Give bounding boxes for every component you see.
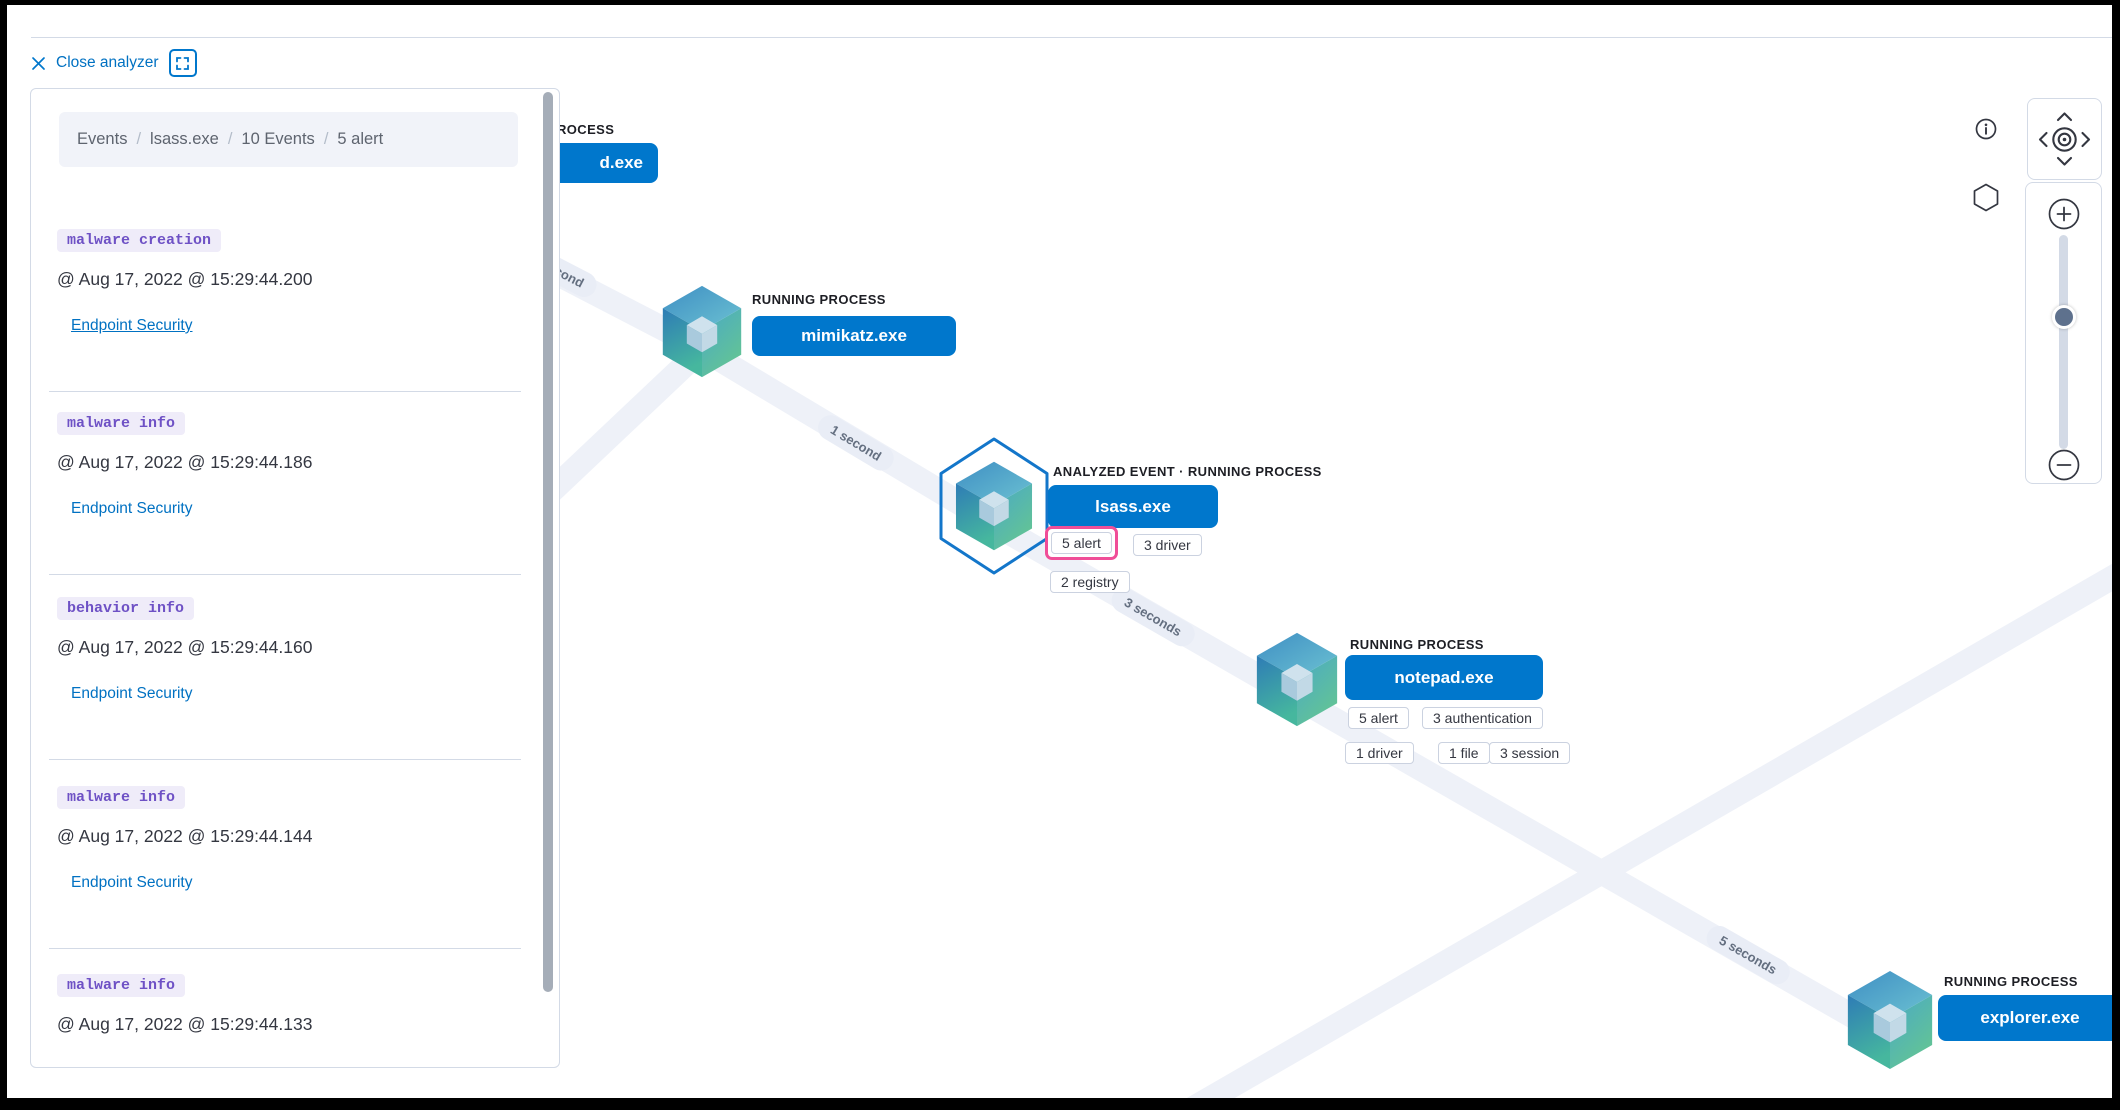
edge-label-2: 1 second bbox=[813, 410, 899, 476]
breadcrumb: Events / lsass.exe / 10 Events / 5 alert bbox=[59, 112, 518, 167]
event-timestamp: @ Aug 17, 2022 @ 15:29:44.144 bbox=[57, 826, 313, 846]
breadcrumb-process[interactable]: lsass.exe bbox=[150, 130, 219, 148]
event-category-badge: malware info bbox=[57, 974, 186, 997]
event-timestamp: @ Aug 17, 2022 @ 15:29:44.133 bbox=[57, 1014, 313, 1034]
event-divider bbox=[49, 759, 521, 760]
breadcrumb-category: 5 alert bbox=[337, 130, 384, 148]
close-analyzer-button[interactable] bbox=[31, 56, 46, 71]
notepad-type-label: RUNNING PROCESS bbox=[1350, 637, 1484, 652]
event-divider bbox=[49, 948, 521, 949]
fullscreen-icon bbox=[176, 56, 189, 70]
breadcrumb-event-count[interactable]: 10 Events bbox=[241, 130, 315, 148]
pan-left-icon[interactable] bbox=[2038, 131, 2048, 148]
zoom-slider-thumb[interactable] bbox=[2051, 305, 2076, 329]
mimikatz-pill[interactable]: mimikatz.exe bbox=[752, 316, 956, 356]
lsass-badge-2-registry[interactable]: 2 registry bbox=[1050, 571, 1130, 593]
breadcrumb-separator: / bbox=[323, 130, 329, 148]
lsass-badge-5-alert-highlighted[interactable]: 5 alert bbox=[1045, 526, 1118, 560]
event-category-badge: malware creation bbox=[57, 229, 222, 252]
event-timestamp: @ Aug 17, 2022 @ 15:29:44.200 bbox=[57, 269, 313, 289]
header-divider bbox=[31, 37, 2112, 38]
event-source-link[interactable]: Endpoint Security bbox=[71, 500, 193, 517]
event-category-badge: behavior info bbox=[57, 597, 195, 620]
lsass-type-label: ANALYZED EVENT · RUNNING PROCESS bbox=[1053, 464, 1322, 479]
breadcrumb-separator: / bbox=[227, 130, 233, 148]
close-analyzer-label[interactable]: Close analyzer bbox=[56, 54, 159, 71]
event-source-link[interactable]: Endpoint Security bbox=[71, 874, 193, 891]
truncated-node-type-label: ROCESS bbox=[557, 122, 615, 137]
notepad-badge-3-session[interactable]: 3 session bbox=[1489, 742, 1571, 764]
pan-up-icon[interactable] bbox=[2056, 112, 2073, 122]
notepad-badge-1-driver[interactable]: 1 driver bbox=[1345, 742, 1414, 764]
analyzer-surface: Close analyzer 1 second 1 second 3 secon… bbox=[7, 5, 2112, 1098]
notepad-badge-1-file[interactable]: 1 file bbox=[1438, 742, 1490, 764]
edge-label-4: 5 seconds bbox=[1702, 921, 1794, 989]
pan-down-icon[interactable] bbox=[2056, 156, 2073, 166]
zoom-out-icon[interactable] bbox=[2047, 448, 2081, 482]
notepad-badge-3-authentication[interactable]: 3 authentication bbox=[1422, 707, 1543, 729]
notepad-cube-icon[interactable] bbox=[1256, 632, 1338, 727]
pan-controls bbox=[2027, 98, 2102, 180]
lsass-pill[interactable]: lsass.exe bbox=[1048, 485, 1218, 528]
notepad-pill[interactable]: notepad.exe bbox=[1345, 655, 1543, 700]
pan-right-icon[interactable] bbox=[2081, 131, 2091, 148]
selected-node-hexagon bbox=[939, 437, 1049, 575]
event-source-link[interactable]: Endpoint Security bbox=[71, 317, 193, 334]
panel-scrollbar[interactable] bbox=[543, 92, 553, 992]
center-camera-icon[interactable] bbox=[2052, 127, 2077, 152]
breadcrumb-separator: / bbox=[136, 130, 142, 148]
hexagon-icon[interactable] bbox=[1973, 183, 1999, 212]
zoom-controls bbox=[2025, 182, 2102, 484]
mimikatz-cube-icon[interactable] bbox=[662, 285, 742, 378]
close-icon bbox=[32, 56, 45, 70]
explorer-pill[interactable]: explorer.exe bbox=[1938, 995, 2112, 1041]
lsass-badge-3-driver[interactable]: 3 driver bbox=[1133, 534, 1202, 556]
mimikatz-type-label: RUNNING PROCESS bbox=[752, 292, 886, 307]
fullscreen-button[interactable] bbox=[168, 49, 197, 77]
zoom-in-icon[interactable] bbox=[2047, 197, 2081, 231]
lsass-cube-icon[interactable] bbox=[955, 461, 1033, 551]
events-panel: Events / lsass.exe / 10 Events / 5 alert… bbox=[30, 88, 560, 1068]
event-source-link[interactable]: Endpoint Security bbox=[71, 685, 193, 702]
explorer-type-label: RUNNING PROCESS bbox=[1944, 974, 2078, 989]
edge-label-3: 3 seconds bbox=[1107, 583, 1199, 651]
notepad-badge-5-alert[interactable]: 5 alert bbox=[1348, 707, 1409, 729]
breadcrumb-events[interactable]: Events bbox=[77, 130, 128, 148]
event-timestamp: @ Aug 17, 2022 @ 15:29:44.160 bbox=[57, 637, 313, 657]
event-category-badge: malware info bbox=[57, 786, 186, 809]
zoom-slider-track[interactable] bbox=[2058, 235, 2068, 449]
event-category-badge: malware info bbox=[57, 412, 186, 435]
event-divider bbox=[49, 574, 521, 575]
event-timestamp: @ Aug 17, 2022 @ 15:29:44.186 bbox=[57, 452, 313, 472]
explorer-cube-icon[interactable] bbox=[1847, 970, 1933, 1070]
event-divider bbox=[49, 391, 521, 392]
info-icon[interactable] bbox=[1975, 118, 1997, 140]
